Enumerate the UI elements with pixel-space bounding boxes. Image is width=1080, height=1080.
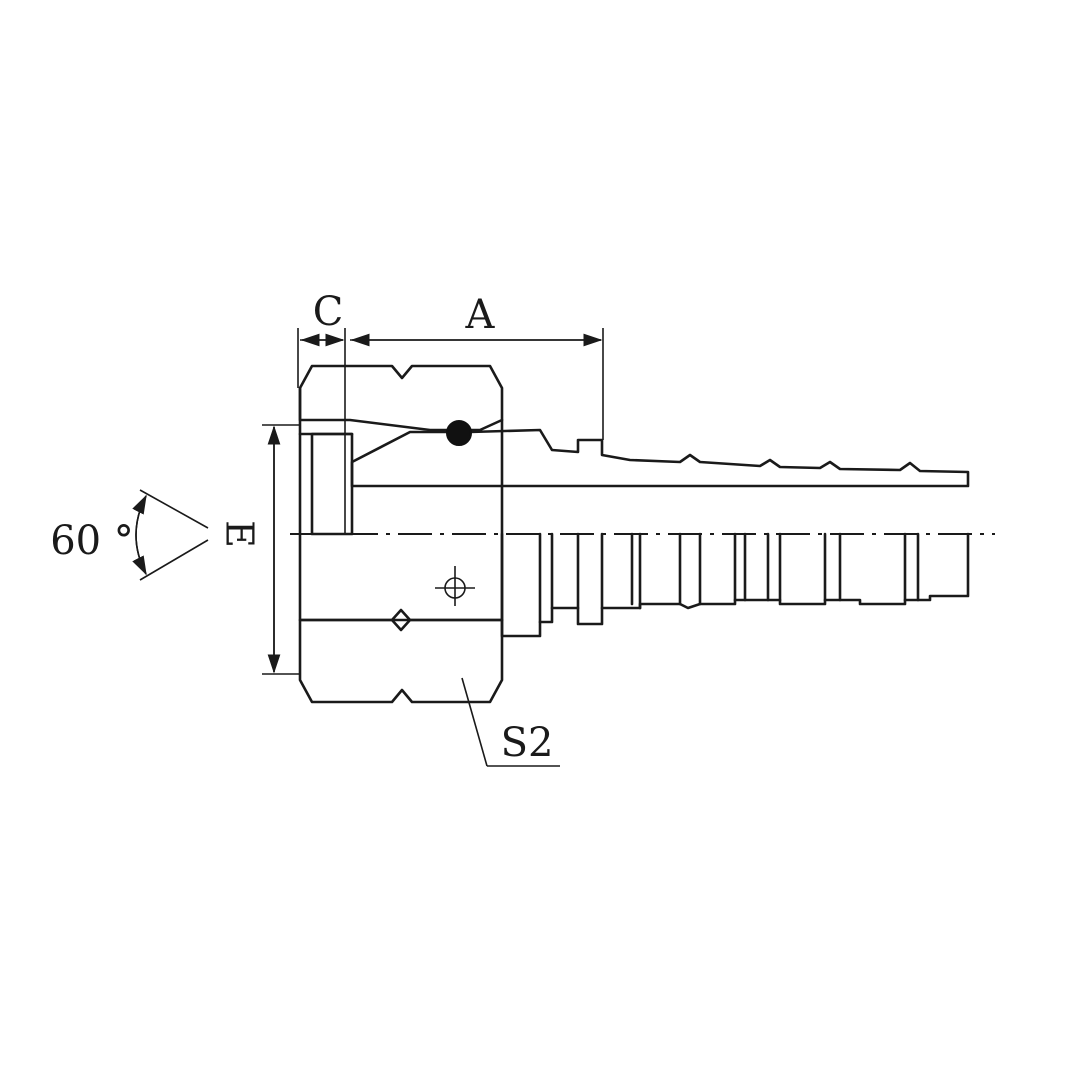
label-e: E xyxy=(218,520,262,548)
label-c: C xyxy=(313,289,344,335)
leader-s2 xyxy=(461,677,560,767)
label-s2: S2 xyxy=(501,720,554,766)
label-angle: 60 ° xyxy=(50,518,134,564)
dimension-c xyxy=(297,328,346,534)
dimension-e xyxy=(262,424,300,675)
dimension-a xyxy=(350,328,604,440)
nipple-upper-section xyxy=(350,428,970,488)
datum-symbol xyxy=(435,566,475,606)
angle-indicator xyxy=(132,489,209,581)
o-ring-seal xyxy=(446,420,472,446)
nipple-lower-view xyxy=(500,532,970,638)
label-a: A xyxy=(465,292,496,338)
nut-upper-section xyxy=(298,364,504,432)
